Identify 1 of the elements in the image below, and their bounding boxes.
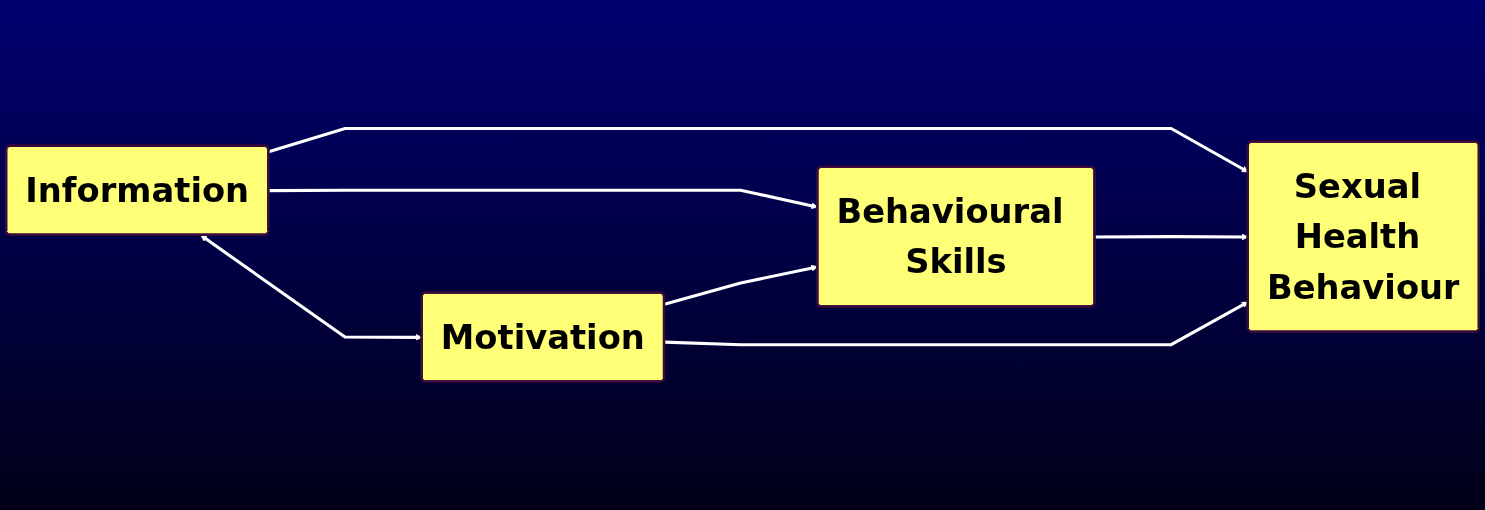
arrow (268, 188, 818, 210)
